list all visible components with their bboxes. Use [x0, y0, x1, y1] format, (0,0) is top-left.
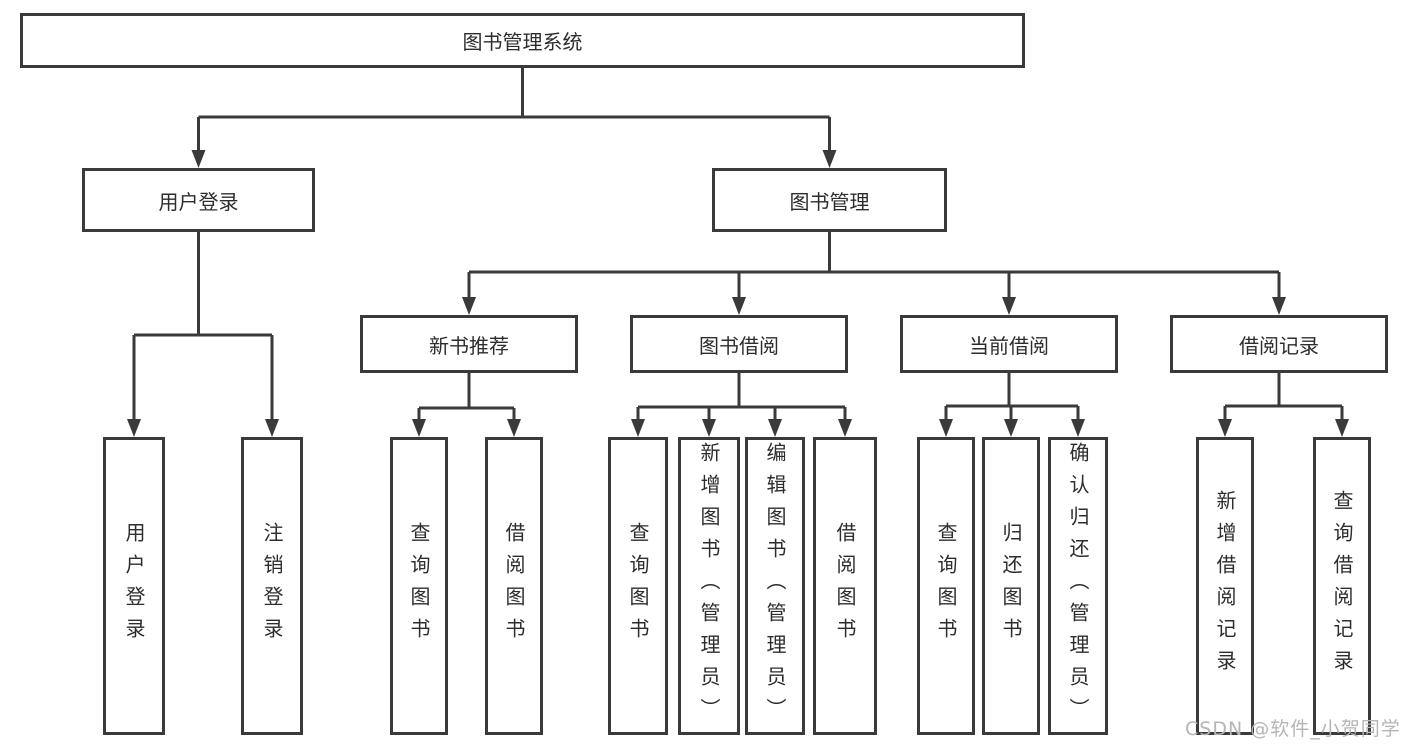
leaf-confirm-return-admin-label: 确认归还（管理员） — [1066, 442, 1090, 730]
leaf-return-books-label: 归还图书 — [999, 522, 1023, 650]
node-book-borrow: 图书借阅 — [630, 315, 848, 373]
node-book-management: 图书管理 — [712, 168, 947, 232]
leaf-user-login: 用户登录 — [103, 437, 165, 735]
leaf-logout-label: 注销登录 — [260, 522, 284, 650]
node-new-book-recommend: 新书推荐 — [360, 315, 578, 373]
leaf-borrow-books: 借阅图书 — [813, 437, 877, 735]
leaf-add-books-admin-label: 新增图书（管理员） — [697, 442, 721, 730]
leaf-recommend-query-books: 查询图书 — [390, 437, 448, 735]
leaf-recommend-borrow-books: 借阅图书 — [485, 437, 543, 735]
leaf-add-books-admin: 新增图书（管理员） — [678, 437, 740, 735]
leaf-recommend-borrow-books-label: 借阅图书 — [502, 522, 526, 650]
leaf-current-query-books: 查询图书 — [917, 437, 975, 735]
node-library-management-system: 图书管理系统 — [20, 13, 1025, 68]
node-user-login: 用户登录 — [82, 168, 315, 232]
leaf-borrow-query-books: 查询图书 — [608, 437, 668, 735]
leaf-borrow-books-label: 借阅图书 — [833, 522, 857, 650]
leaf-add-borrow-record-label: 新增借阅记录 — [1213, 490, 1237, 682]
leaf-current-query-books-label: 查询图书 — [934, 522, 958, 650]
leaf-borrow-query-books-label: 查询图书 — [626, 522, 650, 650]
watermark: CSDN @软件_小贺同学 — [1185, 718, 1401, 740]
leaf-user-login-label: 用户登录 — [122, 522, 146, 650]
leaf-add-borrow-record: 新增借阅记录 — [1196, 437, 1254, 735]
leaf-edit-books-admin: 编辑图书（管理员） — [745, 437, 805, 735]
leaf-edit-books-admin-label: 编辑图书（管理员） — [763, 442, 787, 730]
node-current-borrow: 当前借阅 — [900, 315, 1118, 373]
leaf-confirm-return-admin: 确认归还（管理员） — [1048, 437, 1108, 735]
leaf-query-borrow-record: 查询借阅记录 — [1313, 437, 1371, 735]
leaf-logout: 注销登录 — [241, 437, 303, 735]
leaf-recommend-query-books-label: 查询图书 — [407, 522, 431, 650]
leaf-return-books: 归还图书 — [982, 437, 1040, 735]
node-borrow-records: 借阅记录 — [1170, 315, 1388, 373]
leaf-query-borrow-record-label: 查询借阅记录 — [1330, 490, 1354, 682]
